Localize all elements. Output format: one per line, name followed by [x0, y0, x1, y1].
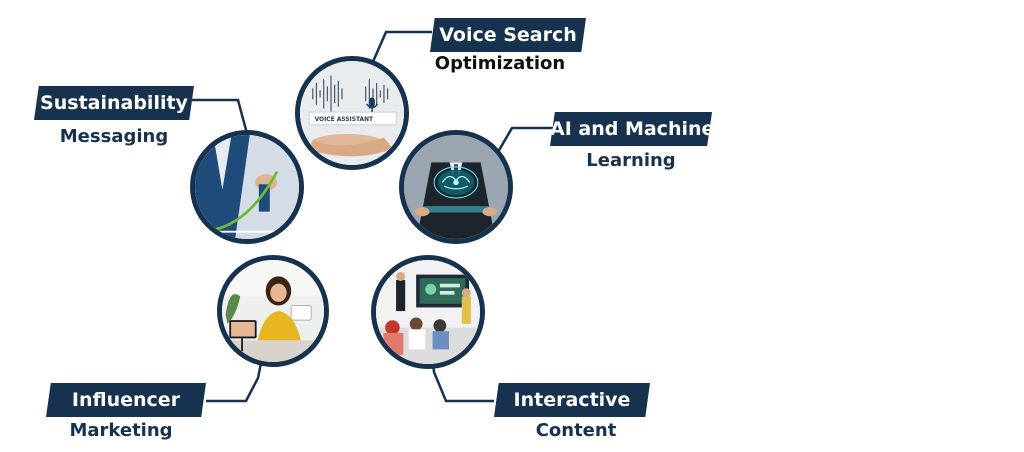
voice-assistant-label: VOICE ASSISTANT: [315, 117, 374, 123]
brain-icon: [433, 166, 479, 199]
classroom-screen-icon: [416, 274, 470, 308]
smartphone-icon: [229, 320, 257, 352]
subtitle-sustainability: Messaging: [59, 126, 169, 147]
banner-ai: AI and Machine: [550, 112, 712, 146]
voice-search-image: VOICE ASSISTANT: [295, 56, 409, 170]
subtitle-voice-search: Optimization: [434, 53, 566, 74]
banner-voice-search: Voice Search: [430, 18, 586, 52]
subtitle-interactive: Content: [535, 420, 617, 441]
growth-chart-icon: [204, 170, 290, 233]
voice-search-illustration: VOICE ASSISTANT: [300, 61, 404, 165]
banner-ai-text: AI and Machine: [550, 118, 715, 140]
banner-interactive: Interactive: [494, 383, 650, 417]
banner-voice-search-text: Voice Search: [439, 24, 577, 46]
ai-illustration: [404, 135, 508, 239]
subtitle-ai: Learning: [586, 150, 676, 171]
banner-sustainability: Sustainability: [34, 86, 194, 120]
connector-influencer: [206, 357, 264, 403]
banner-interactive-text: Interactive: [513, 389, 631, 411]
subtitle-influencer: Marketing: [69, 420, 173, 441]
influencer-image: [217, 255, 329, 367]
ai-image: [399, 130, 513, 244]
interactive-illustration: [376, 260, 480, 364]
banner-influencer-text: Influencer: [71, 389, 181, 411]
banner-influencer: Influencer: [46, 383, 206, 417]
microphone-icon: [366, 97, 379, 113]
banner-sustainability-text: Sustainability: [40, 92, 188, 114]
sustainability-illustration: [195, 135, 299, 239]
influencer-illustration: [222, 260, 324, 362]
interactive-image: [371, 255, 485, 369]
sustainability-image: [190, 130, 304, 244]
